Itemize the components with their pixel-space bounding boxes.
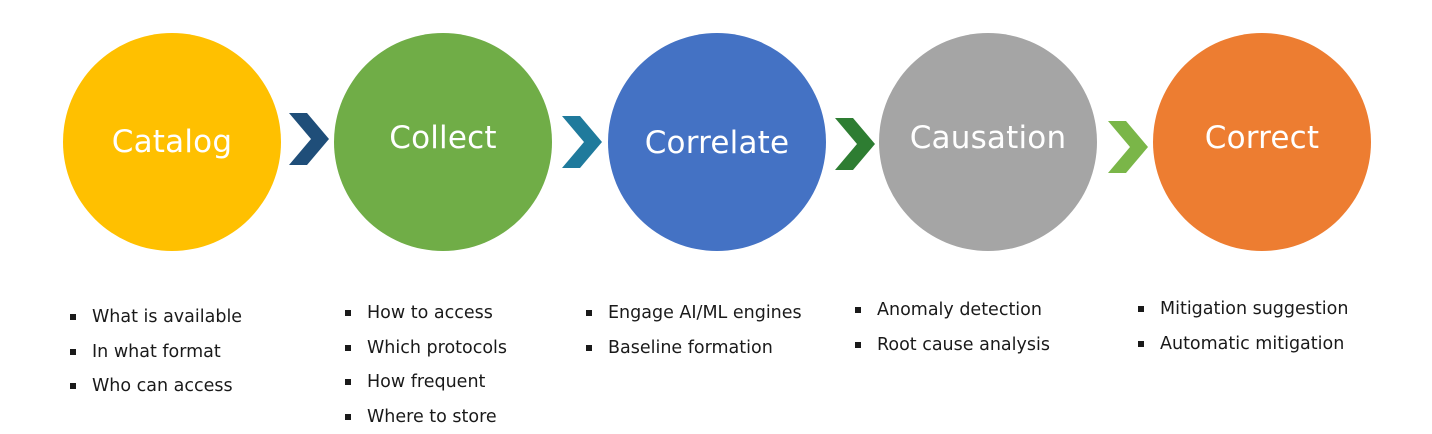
catalog-bullet-list: What is available In what format Who can… <box>66 300 242 404</box>
chevron-right-icon <box>1108 121 1148 173</box>
bullet-square-icon <box>586 310 592 316</box>
list-item: Where to store <box>341 400 507 434</box>
correlate-bullet-list: Engage AI/ML engines Baseline formation <box>582 296 802 365</box>
chevron-right-icon <box>562 116 602 168</box>
list-item: Engage AI/ML engines <box>582 296 802 331</box>
chevron-right-icon <box>835 118 875 170</box>
chevron-shape <box>835 118 875 170</box>
collect-bullet-list: How to access Which protocols How freque… <box>341 296 507 434</box>
bullet-square-icon <box>345 310 351 316</box>
chevron-shape <box>562 116 602 168</box>
list-item-text: Automatic mitigation <box>1160 333 1345 354</box>
list-item-text: Anomaly detection <box>877 300 1042 320</box>
step-label-catalog: Catalog <box>111 124 233 160</box>
list-item: What is available <box>66 300 242 335</box>
list-item-text: Root cause analysis <box>877 334 1050 355</box>
list-item: In what format <box>66 335 242 370</box>
step-label-correlate: Correlate <box>644 125 790 161</box>
list-item-text: Engage AI/ML engines <box>608 303 802 323</box>
list-item-text: Baseline formation <box>608 337 773 358</box>
step-label-correct: Correct <box>1204 120 1320 156</box>
bullet-square-icon <box>586 344 592 351</box>
bullet-square-icon <box>855 341 861 348</box>
list-item-text: In what format <box>92 341 221 362</box>
list-item: Anomaly detection <box>851 293 1050 328</box>
bullet-square-icon <box>70 348 76 355</box>
list-item: Who can access <box>66 369 242 404</box>
bullet-square-icon <box>345 344 351 351</box>
list-item: Which protocols <box>341 331 507 366</box>
list-item-text: How to access <box>367 303 493 323</box>
bullet-square-icon <box>345 413 351 420</box>
step-label-collect: Collect <box>389 120 497 156</box>
correct-bullet-list: Mitigation suggestion Automatic mitigati… <box>1134 292 1348 361</box>
list-item: How to access <box>341 296 507 331</box>
chevron-shape <box>1108 121 1148 173</box>
bullet-square-icon <box>1138 340 1144 347</box>
bullet-square-icon <box>70 314 76 320</box>
chevron-right-icon <box>289 113 329 165</box>
list-item: Automatic mitigation <box>1134 327 1348 362</box>
step-label-causation: Causation <box>909 120 1067 156</box>
list-item-text: Which protocols <box>367 337 508 358</box>
list-item: Baseline formation <box>582 331 802 366</box>
causation-bullet-list: Anomaly detection Root cause analysis <box>851 293 1050 362</box>
list-item-text: Mitigation suggestion <box>1160 299 1349 319</box>
chevron-shape <box>289 113 329 165</box>
bullet-square-icon <box>70 383 76 389</box>
list-item: How frequent <box>341 365 507 400</box>
bullet-square-icon <box>345 379 351 385</box>
step-circle-correct: Correct <box>1153 33 1371 251</box>
step-circle-correlate: Correlate <box>608 33 826 251</box>
bullet-square-icon <box>855 307 861 313</box>
list-item-text: How frequent <box>367 372 486 392</box>
list-item-text: Where to store <box>367 406 497 427</box>
bullet-square-icon <box>1138 306 1144 312</box>
list-item: Mitigation suggestion <box>1134 292 1348 327</box>
list-item: Root cause analysis <box>851 328 1050 363</box>
list-item-text: What is available <box>92 307 243 327</box>
step-circle-catalog: Catalog <box>63 33 281 251</box>
step-circle-collect: Collect <box>334 33 552 251</box>
step-circle-causation: Causation <box>879 33 1097 251</box>
list-item-text: Who can access <box>92 376 233 396</box>
